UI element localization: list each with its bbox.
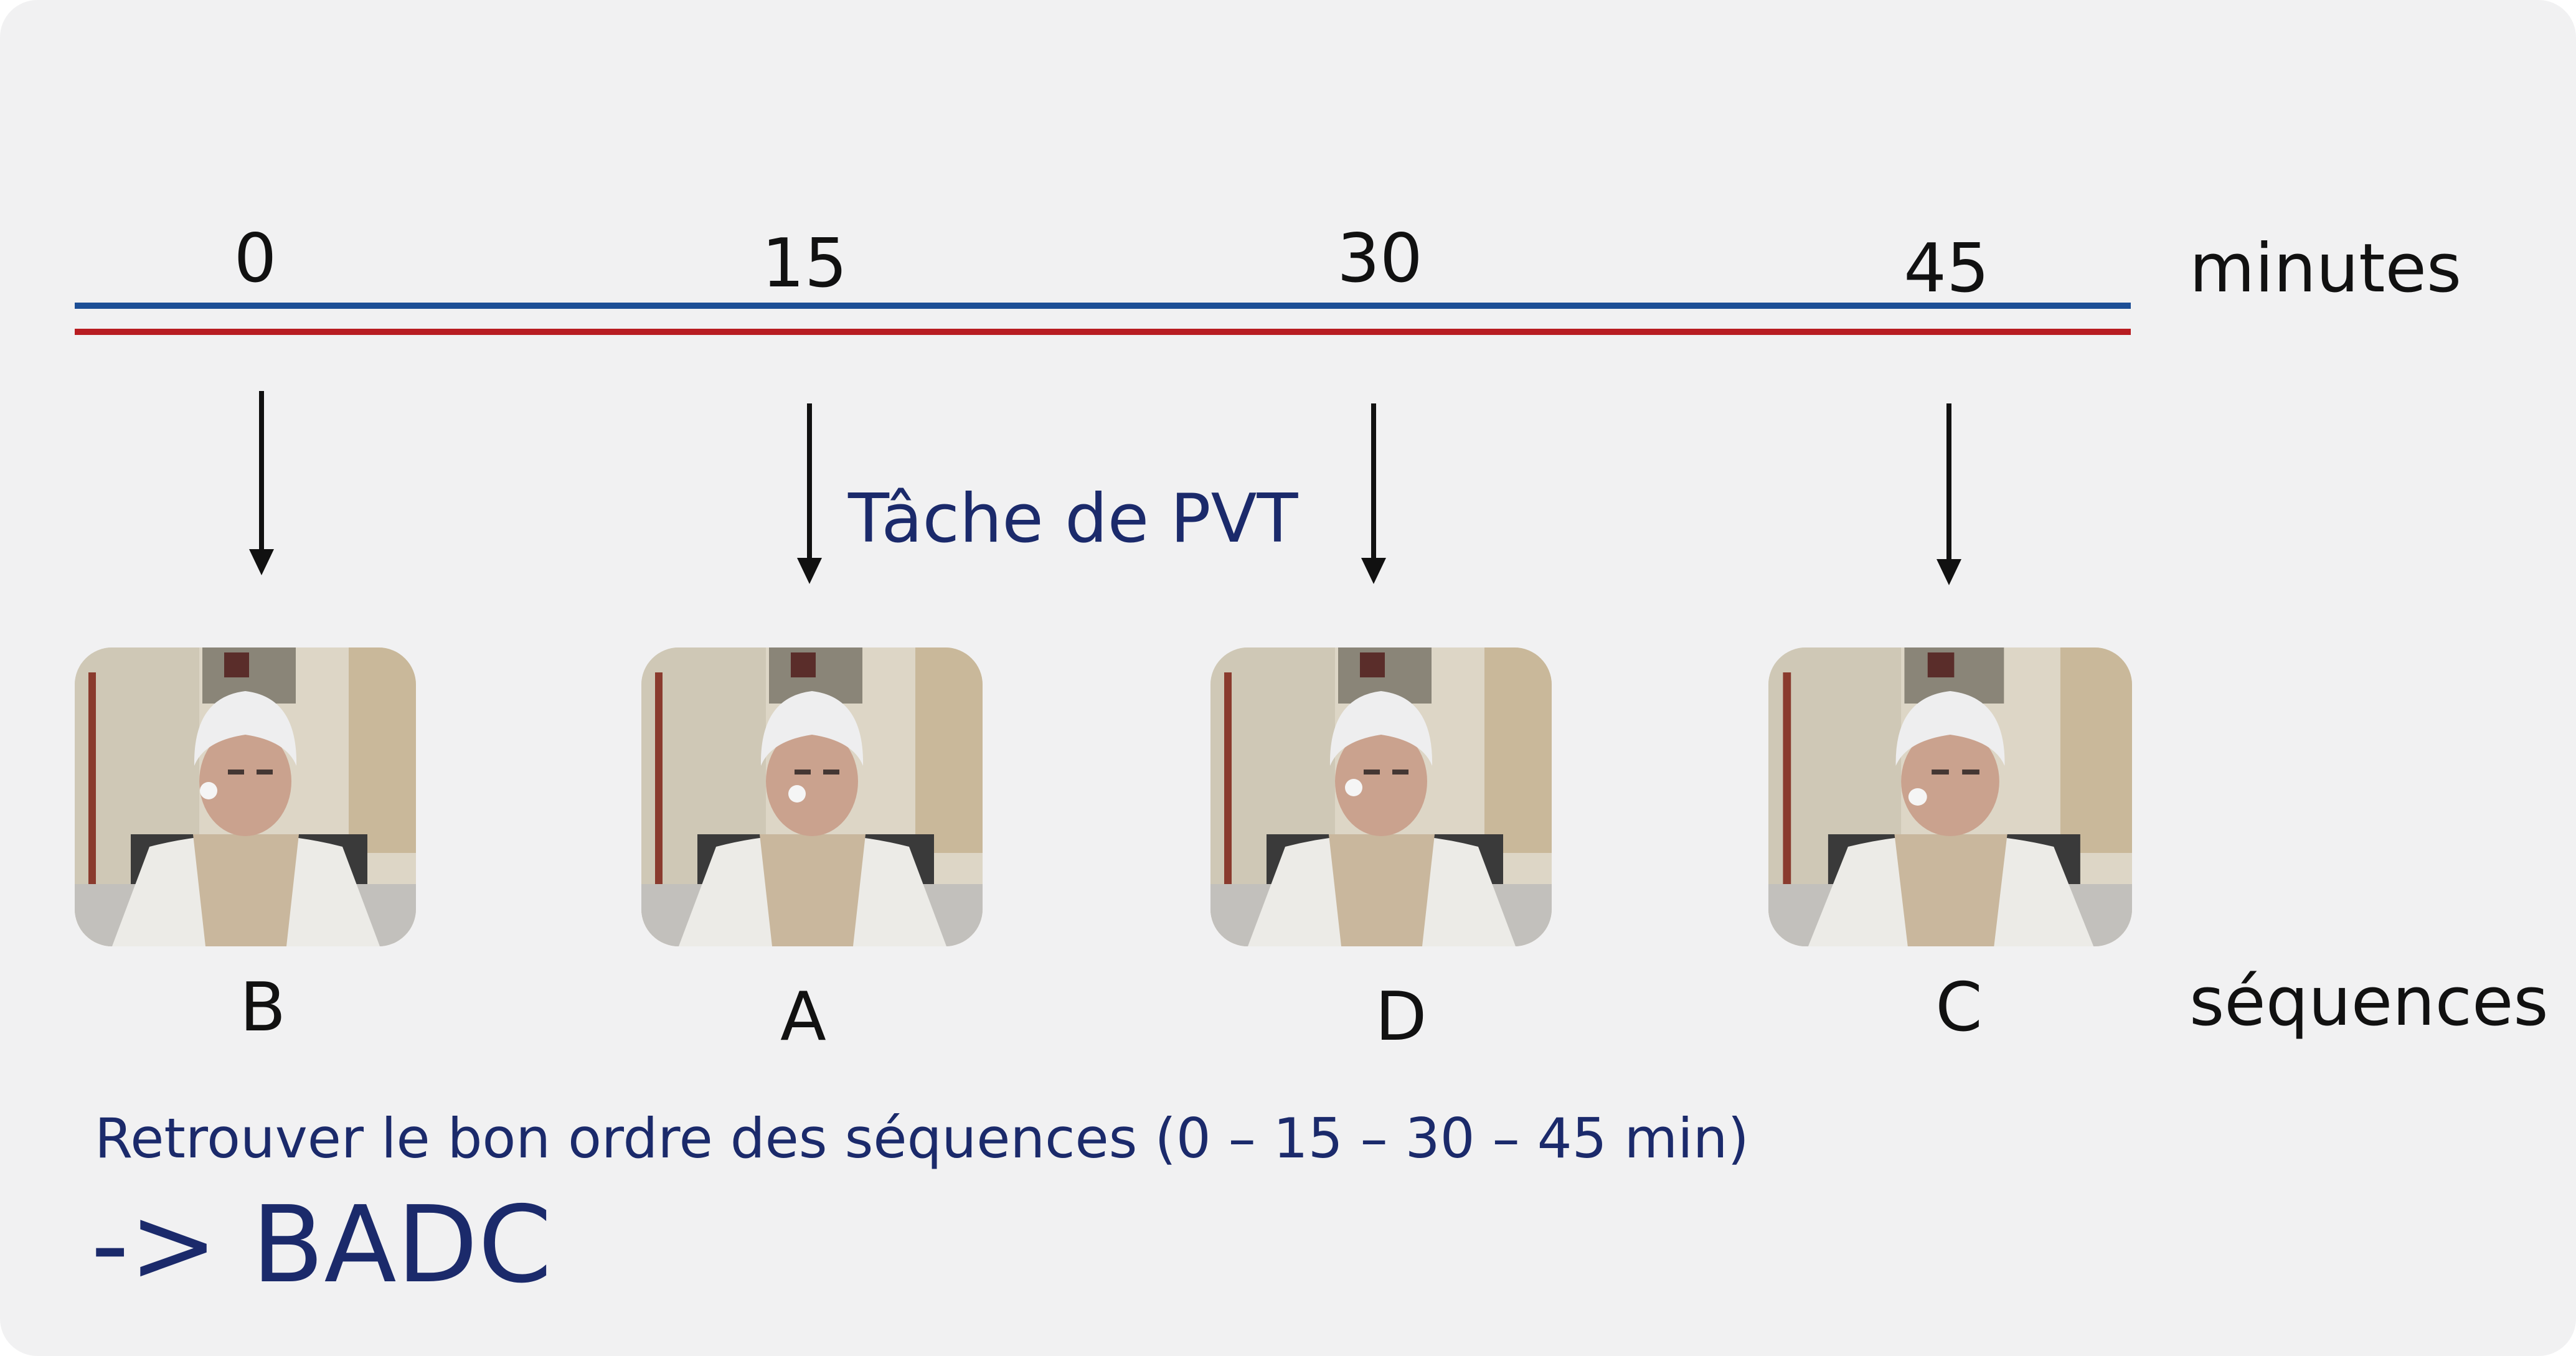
tick-label-15: 15 (762, 225, 847, 303)
tick-label-30: 30 (1337, 220, 1423, 298)
minutes-label: minutes (2189, 230, 2462, 308)
down-arrow-icon (797, 403, 822, 584)
answer-text: -> BADC (91, 1184, 552, 1307)
participant-photo-4 (1768, 647, 2132, 946)
participant-photo-2 (641, 647, 983, 946)
sequence-letter-1: B (239, 969, 286, 1047)
timeline-line-red (75, 329, 2131, 335)
sequence-letter-3: D (1375, 978, 1427, 1056)
task-label: Tâche de PVT (848, 480, 1298, 558)
tick-label-0: 0 (234, 220, 277, 298)
instruction-caption: Retrouver le bon ordre des séquences (0 … (95, 1106, 1749, 1170)
down-arrow-icon (1937, 403, 1961, 585)
timeline-line-blue (75, 303, 2131, 309)
down-arrow-icon (1361, 403, 1386, 584)
sequences-label: séquences (2189, 963, 2549, 1041)
tick-label-45: 45 (1904, 230, 1989, 308)
down-arrow-icon (249, 391, 274, 575)
sequence-letter-2: A (780, 978, 826, 1056)
sequence-letter-4: C (1935, 969, 1983, 1047)
participant-photo-1 (75, 647, 416, 946)
participant-photo-3 (1210, 647, 1552, 946)
